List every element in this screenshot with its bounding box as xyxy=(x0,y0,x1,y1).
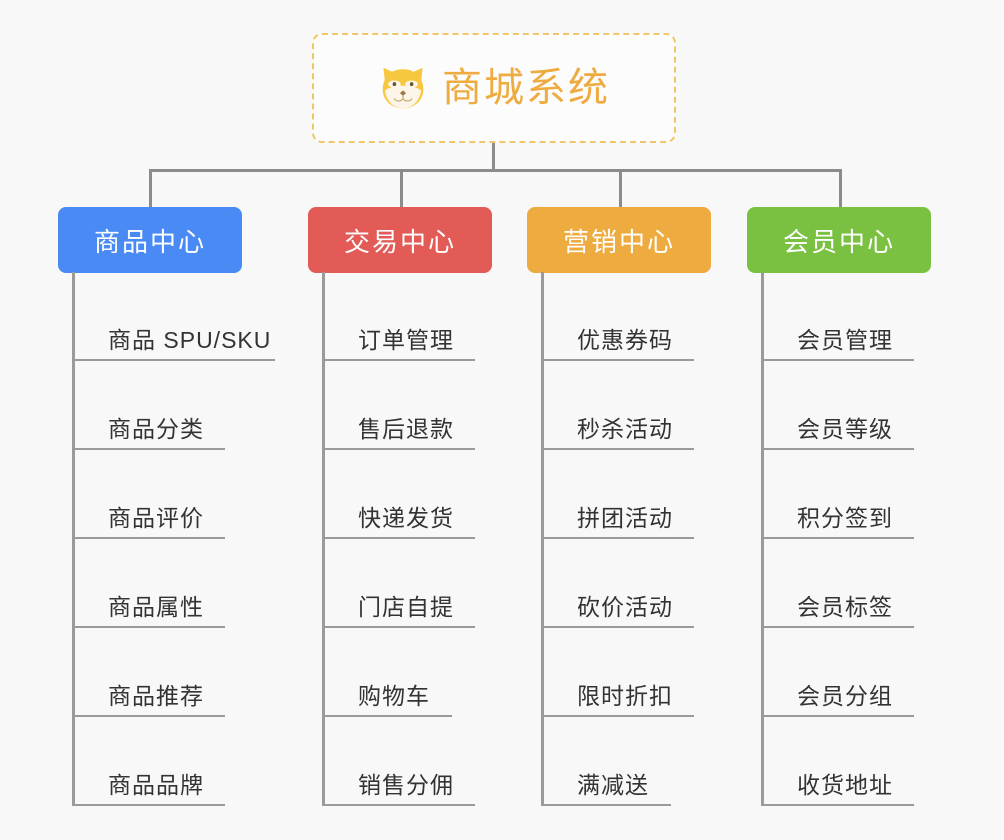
leaf-label: 收货地址 xyxy=(797,771,893,798)
leaf-label: 积分签到 xyxy=(797,504,893,531)
leaf-underline xyxy=(322,448,475,450)
leaf-label: 售后退款 xyxy=(358,415,454,442)
leaf-label: 秒杀活动 xyxy=(577,415,673,442)
leaf-item[interactable]: 满减送 xyxy=(541,717,751,806)
root-title: 商城系统 xyxy=(442,66,610,110)
leaf-underline xyxy=(761,448,914,450)
leaf-item[interactable]: 购物车 xyxy=(322,628,532,717)
leaf-item[interactable]: 商品属性 xyxy=(72,539,302,628)
connector-horizontal-bus xyxy=(149,169,842,172)
leaf-label: 会员等级 xyxy=(797,415,893,442)
branch-spine xyxy=(322,272,325,806)
leaf-underline xyxy=(541,537,694,539)
branch-trade-center: 订单管理 售后退款 快递发货 门店自提 购物车 销售分佣 xyxy=(322,272,532,806)
leaf-item[interactable]: 会员管理 xyxy=(761,272,971,361)
leaf-underline xyxy=(72,448,225,450)
leaf-underline xyxy=(322,804,475,806)
leaf-label: 会员分组 xyxy=(797,682,893,709)
leaf-label: 会员标签 xyxy=(797,593,893,620)
leaf-item[interactable]: 限时折扣 xyxy=(541,628,751,717)
leaf-item[interactable]: 门店自提 xyxy=(322,539,532,628)
leaf-item[interactable]: 售后退款 xyxy=(322,361,532,450)
category-label: 会员中心 xyxy=(782,226,895,257)
connector-drop-product-center xyxy=(149,169,152,207)
leaf-item[interactable]: 优惠券码 xyxy=(541,272,751,361)
leaf-label: 门店自提 xyxy=(358,593,454,620)
leaf-item[interactable]: 销售分佣 xyxy=(322,717,532,806)
leaf-item[interactable]: 砍价活动 xyxy=(541,539,751,628)
branch-marketing-center: 优惠券码 秒杀活动 拼团活动 砍价活动 限时折扣 满减送 xyxy=(541,272,751,806)
leaf-label: 订单管理 xyxy=(358,326,454,353)
connector-drop-marketing-center xyxy=(619,169,622,207)
leaf-underline xyxy=(541,626,694,628)
category-header-trade-center[interactable]: 交易中心 xyxy=(308,207,492,273)
connector-drop-member-center xyxy=(839,169,842,207)
branch-spine xyxy=(541,272,544,806)
leaf-label: 商品属性 xyxy=(108,593,204,620)
category-header-marketing-center[interactable]: 营销中心 xyxy=(527,207,711,273)
leaf-underline xyxy=(72,537,225,539)
leaf-underline xyxy=(541,804,671,806)
leaf-underline xyxy=(541,359,694,361)
leaf-underline xyxy=(322,715,452,717)
leaf-underline xyxy=(322,626,475,628)
leaf-label: 会员管理 xyxy=(797,326,893,353)
leaf-label: 商品 SPU/SKU xyxy=(108,326,272,353)
leaf-item[interactable]: 订单管理 xyxy=(322,272,532,361)
leaf-underline xyxy=(322,537,475,539)
leaf-item[interactable]: 商品评价 xyxy=(72,450,302,539)
leaf-label: 商品评价 xyxy=(108,504,204,531)
leaf-item[interactable]: 收货地址 xyxy=(761,717,971,806)
leaf-item[interactable]: 拼团活动 xyxy=(541,450,751,539)
leaf-underline xyxy=(72,359,275,361)
leaf-underline xyxy=(761,626,914,628)
leaf-item[interactable]: 积分签到 xyxy=(761,450,971,539)
leaf-underline xyxy=(72,626,225,628)
branch-spine xyxy=(761,272,764,806)
branch-spine xyxy=(72,272,75,806)
leaf-label: 销售分佣 xyxy=(358,771,454,798)
leaf-underline xyxy=(541,448,694,450)
leaf-item[interactable]: 会员标签 xyxy=(761,539,971,628)
leaf-underline xyxy=(322,359,475,361)
category-header-member-center[interactable]: 会员中心 xyxy=(747,207,931,273)
leaf-item[interactable]: 会员分组 xyxy=(761,628,971,717)
leaf-underline xyxy=(761,537,914,539)
leaf-underline xyxy=(761,804,914,806)
leaf-item[interactable]: 秒杀活动 xyxy=(541,361,751,450)
leaf-item[interactable]: 商品分类 xyxy=(72,361,302,450)
connector-drop-trade-center xyxy=(400,169,403,207)
branch-product-center: 商品 SPU/SKU 商品分类 商品评价 商品属性 商品推荐 商品品牌 xyxy=(72,272,302,806)
leaf-label: 商品品牌 xyxy=(108,771,204,798)
leaf-item[interactable]: 商品品牌 xyxy=(72,717,302,806)
leaf-label: 限时折扣 xyxy=(577,682,673,709)
leaf-label: 商品推荐 xyxy=(108,682,204,709)
root-node[interactable]: 商城系统 xyxy=(312,33,676,143)
category-label: 营销中心 xyxy=(562,226,675,257)
leaf-underline xyxy=(761,359,914,361)
category-header-product-center[interactable]: 商品中心 xyxy=(58,207,242,273)
shiba-dog-face-icon xyxy=(382,67,424,109)
leaf-label: 商品分类 xyxy=(108,415,204,442)
connector-root-stem xyxy=(492,143,495,171)
leaf-underline xyxy=(72,804,225,806)
leaf-item[interactable]: 商品推荐 xyxy=(72,628,302,717)
leaf-label: 优惠券码 xyxy=(577,326,673,353)
leaf-underline xyxy=(541,715,694,717)
leaf-item[interactable]: 商品 SPU/SKU xyxy=(72,272,302,361)
leaf-underline xyxy=(72,715,225,717)
leaf-underline xyxy=(761,715,914,717)
leaf-label: 拼团活动 xyxy=(577,504,673,531)
leaf-item[interactable]: 会员等级 xyxy=(761,361,971,450)
category-label: 交易中心 xyxy=(343,226,456,257)
leaf-label: 满减送 xyxy=(577,771,649,798)
leaf-label: 购物车 xyxy=(358,682,430,709)
branch-member-center: 会员管理 会员等级 积分签到 会员标签 会员分组 收货地址 xyxy=(761,272,971,806)
category-label: 商品中心 xyxy=(93,226,206,257)
leaf-label: 砍价活动 xyxy=(577,593,673,620)
leaf-label: 快递发货 xyxy=(358,504,454,531)
leaf-item[interactable]: 快递发货 xyxy=(322,450,532,539)
